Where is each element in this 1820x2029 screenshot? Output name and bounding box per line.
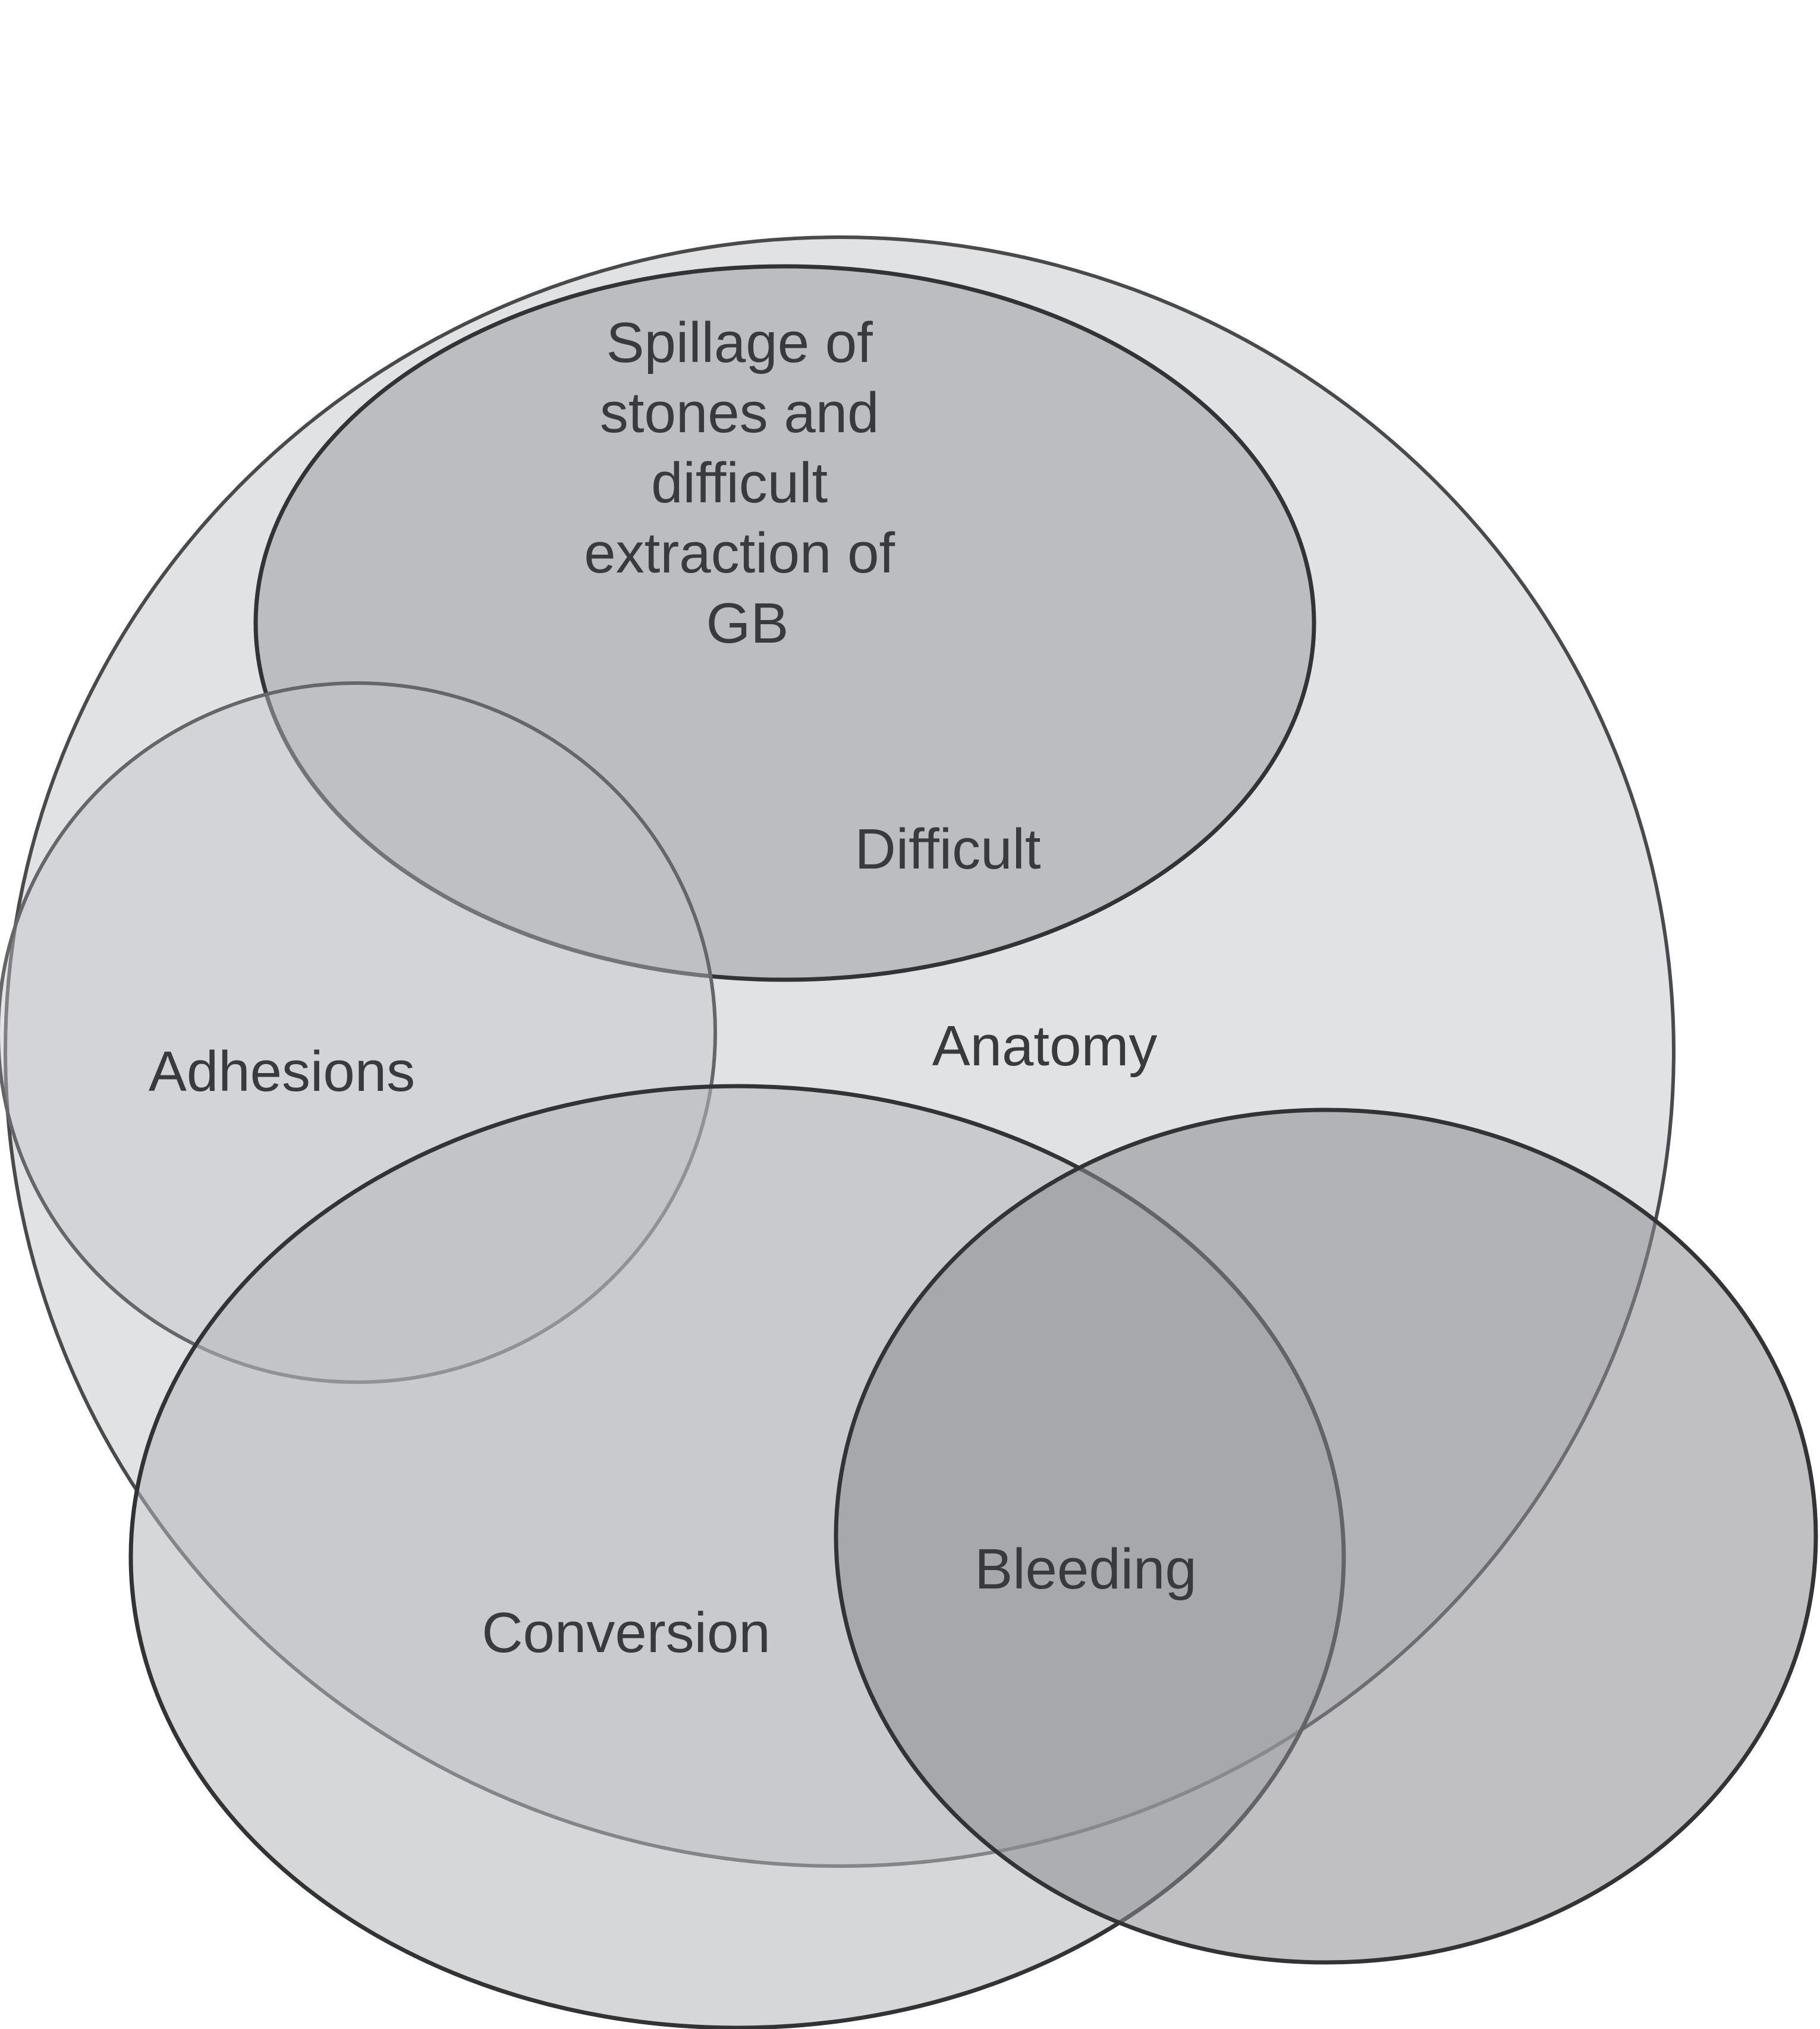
spillage-label-line: Spillage of: [606, 311, 873, 375]
difficult-label: Difficult: [855, 817, 1041, 881]
anatomy-label: Anatomy: [932, 1014, 1158, 1078]
bleeding-ellipse: [834, 1108, 1818, 1965]
conversion-label: Conversion: [482, 1601, 771, 1665]
spillage-label-line: GB: [706, 592, 789, 655]
spillage-label: Spillage of stones and difficult extract…: [584, 311, 911, 655]
spillage-ellipse: [253, 264, 1316, 982]
spillage-label-line: difficult: [651, 451, 828, 515]
adhesions-label: Adhesions: [149, 1040, 415, 1103]
bleeding-label: Bleeding: [975, 1537, 1197, 1601]
spillage-label-line: stones and: [600, 381, 879, 445]
spillage-label-line: extraction of: [584, 521, 895, 585]
